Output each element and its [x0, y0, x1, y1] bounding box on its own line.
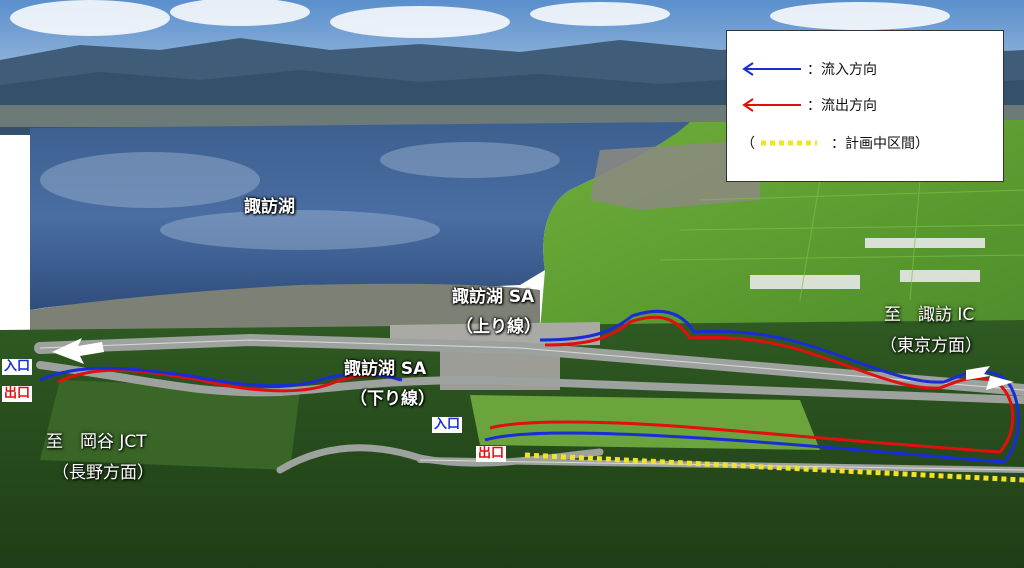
left-entrance-tag: 入口	[2, 359, 33, 375]
planned-section	[524, 452, 1024, 483]
to-suwa-ic-label: 至 諏訪 IC	[884, 305, 975, 325]
sa-up-label: 諏訪湖 SA	[452, 287, 535, 307]
outflow-route	[57, 315, 1015, 454]
direction-arrows	[52, 338, 1014, 390]
lake-reflections	[40, 142, 560, 250]
legend-row-planned: （ ：計画中区間）	[741, 131, 929, 155]
sa-lawn	[470, 395, 820, 450]
planned-dotted-line-icon	[761, 140, 817, 146]
legend-planned-label: ：計画中区間）	[831, 136, 929, 152]
left-woods	[40, 380, 300, 470]
sa-down-direction-label: （下り線）	[350, 389, 435, 409]
sa-up-direction-label: （上り線）	[456, 317, 541, 337]
lake-label: 諏訪湖	[244, 197, 295, 217]
legend-outflow-label: ：流出方向	[807, 98, 877, 114]
legend-inflow-label: ：流入方向	[807, 62, 877, 78]
legend: ：流入方向 ：流出方向 （ ：計画中区間）	[726, 30, 1004, 182]
to-okaya-jct-label: 至 岡谷 JCT	[46, 432, 147, 452]
sa-down-label: 諏訪湖 SA	[344, 359, 427, 379]
left-exit-tag: 出口	[2, 386, 33, 402]
legend-planned-open-paren: （	[741, 136, 755, 152]
lakeside-town	[590, 140, 760, 210]
center-exit-tag: 出口	[476, 446, 507, 462]
lake-water	[30, 122, 690, 310]
outflow-arrow-icon	[742, 98, 801, 112]
field-lines	[659, 179, 1024, 301]
greenhouses	[750, 238, 985, 289]
legend-row-outflow: ：流出方向	[741, 93, 877, 117]
inflow-arrow-icon	[742, 62, 801, 76]
clouds	[10, 0, 950, 38]
to-okaya-jct-sub-label: （長野方面）	[52, 463, 154, 483]
legend-row-inflow: ：流入方向	[741, 57, 877, 81]
lane-lines	[39, 339, 1024, 471]
to-suwa-ic-sub-label: （東京方面）	[880, 336, 982, 356]
center-entrance-tag: 入口	[432, 417, 463, 433]
